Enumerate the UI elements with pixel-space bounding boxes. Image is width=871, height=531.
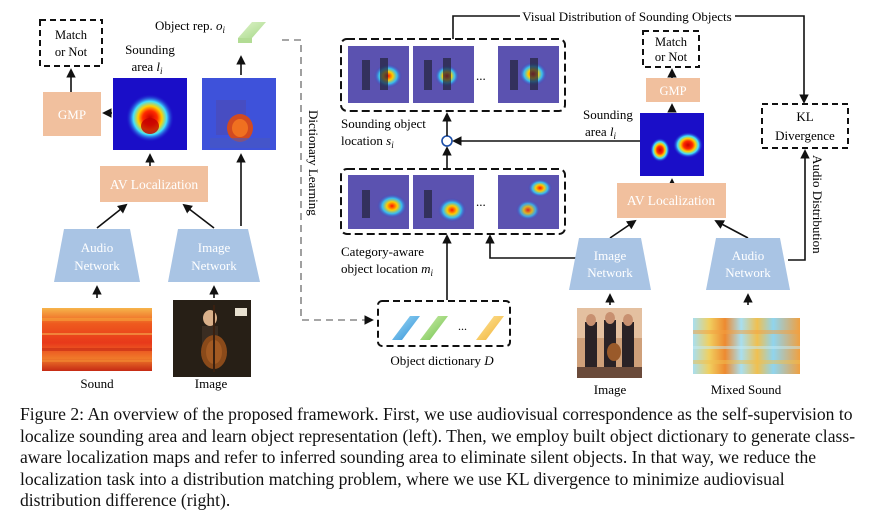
visual-distribution-text: Visual Distribution of Sounding Objects xyxy=(522,9,731,24)
right-gmp-label: GMP xyxy=(659,84,686,98)
right-match-box: Match or Not xyxy=(642,30,700,68)
left-gmp-label: GMP xyxy=(58,107,86,122)
left-match-box: Match or Not xyxy=(39,19,103,67)
left-image-network-label-2: Network xyxy=(191,258,237,273)
left-audio-network-label-2: Network xyxy=(74,258,120,273)
right-audio-network-label-1: Audio xyxy=(732,248,765,263)
right-match-label-2: or Not xyxy=(655,50,688,64)
sounding-location-label-2: location si xyxy=(341,133,394,150)
right-image-network-label-1: Image xyxy=(594,248,627,263)
object-dictionary-label: Object dictionary D xyxy=(390,353,494,368)
left-image-label: Image xyxy=(195,376,228,391)
kl-label-1: KL xyxy=(796,109,813,124)
sounding-frames-ellipsis: ... xyxy=(476,68,486,83)
right-mixed-spectrogram xyxy=(693,318,800,374)
audio-distribution-path xyxy=(788,149,810,261)
left-av-localization-label: AV Localization xyxy=(110,177,199,192)
kl-label-2: Divergence xyxy=(775,128,835,143)
object-dictionary-box: ... xyxy=(377,300,511,347)
right-sounding-label-1: Sounding xyxy=(583,107,633,122)
right-mixed-sound-label: Mixed Sound xyxy=(711,382,782,397)
left-match-label-2: or Not xyxy=(55,45,88,59)
right-heatmap xyxy=(640,113,704,176)
left-spectrogram xyxy=(42,308,152,371)
left-av-localization-box: AV Localization xyxy=(100,166,208,202)
left-audio-network: Audio Network xyxy=(54,229,140,282)
dictionary-learning-label: Dictionary Learning xyxy=(306,110,321,216)
right-image-network-label-2: Network xyxy=(587,265,633,280)
left-object-rep-bar xyxy=(238,22,266,43)
right-gmp-box: GMP xyxy=(646,78,700,102)
left-sound-label: Sound xyxy=(80,376,114,391)
right-image-network: Image Network xyxy=(569,238,651,290)
left-sounding-label-2: area li xyxy=(131,59,163,76)
category-location-label-1: Category-aware xyxy=(341,244,424,259)
right-av-localization-label: AV Localization xyxy=(627,193,716,208)
left-audio-network-label-1: Audio xyxy=(81,240,114,255)
category-location-label-2: object location mi xyxy=(341,261,434,278)
sounding-object-frames: ... xyxy=(340,38,566,112)
right-image-label: Image xyxy=(594,382,627,397)
audio-distribution-label: Audio Distribution xyxy=(810,155,825,254)
left-cello-photo xyxy=(173,300,251,377)
right-audio-network-label-2: Network xyxy=(725,265,771,280)
left-gmp-box: GMP xyxy=(43,92,101,136)
left-image-network: Image Network xyxy=(168,229,260,282)
right-audio-network: Audio Network xyxy=(706,238,790,290)
left-image-network-label-1: Image xyxy=(198,240,231,255)
framework-diagram: Match or Not GMP Sounding area li Object… xyxy=(39,8,849,397)
left-sounding-label-1: Sounding xyxy=(125,42,175,57)
figure-caption-text: Figure 2: An overview of the proposed fr… xyxy=(20,404,856,510)
left-object-image xyxy=(202,78,276,150)
object-dictionary-ellipsis: ... xyxy=(458,319,467,333)
left-match-label-1: Match xyxy=(55,28,88,42)
figure-caption: Figure 2: An overview of the proposed fr… xyxy=(20,404,858,512)
category-frames-ellipsis: ... xyxy=(476,194,486,209)
right-sounding-label-2: area li xyxy=(585,124,617,141)
fusion-node xyxy=(441,135,453,147)
left-heatmap xyxy=(113,78,187,150)
left-object-rep-label: Object rep. oi xyxy=(155,18,226,35)
category-aware-frames: ... xyxy=(340,168,566,235)
right-av-localization-box: AV Localization xyxy=(617,183,726,218)
dictionary-learning-path xyxy=(282,39,374,325)
right-match-label-1: Match xyxy=(655,35,688,49)
sounding-location-label-1: Sounding object xyxy=(341,116,426,131)
right-band-photo xyxy=(577,308,642,378)
kl-divergence-box: KL Divergence xyxy=(761,103,849,149)
